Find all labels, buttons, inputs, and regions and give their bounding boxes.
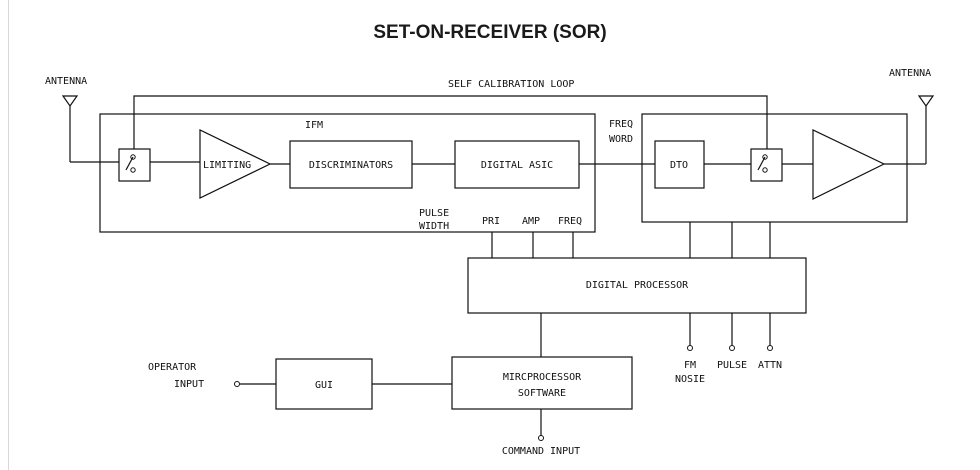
pulse-label: PULSE (717, 360, 747, 371)
microprocessor-label-1: MIRCPROCESSOR (503, 372, 582, 383)
antenna-left-label: ANTENNA (45, 76, 87, 87)
antenna-left (61, 95, 79, 162)
pri-label: PRI (482, 216, 500, 227)
diagram-frame (8, 0, 980, 470)
limiting-amplifier (199, 129, 272, 199)
digital-processor-label: DIGITAL PROCESSOR (586, 280, 689, 291)
fm-noise-label-1: FM (684, 360, 696, 371)
fm-noise-label-2: NOSIE (675, 374, 705, 385)
switch-right (750, 148, 783, 182)
antenna-right (917, 95, 935, 164)
dto-box (654, 140, 705, 189)
freq-label: FREQ (558, 216, 582, 227)
limiting-label: LIMITING (203, 160, 251, 171)
digital-processor-box (467, 257, 807, 314)
diagram-title: SET-ON-RECEIVER (SOR) (373, 22, 607, 43)
digital-asic-label: DIGITAL ASIC (481, 160, 553, 171)
operator-input-label-2: INPUT (174, 379, 204, 390)
command-input-label: COMMAND INPUT (502, 446, 580, 457)
discriminators-box (289, 140, 413, 189)
ifm-label: IFM (305, 120, 323, 131)
transmitter-box (641, 113, 908, 223)
attn-label: ATTN (758, 360, 782, 371)
antenna-right-label: ANTENNA (889, 68, 931, 79)
freq-word-label-2: WORD (609, 134, 633, 145)
microprocessor-software-box (451, 356, 633, 410)
output-amplifier (812, 129, 886, 200)
self-calibration-loop-line (133, 95, 768, 149)
ifm-box (99, 113, 596, 233)
microprocessor-label-2: SOFTWARE (518, 388, 566, 399)
dto-label: DTO (670, 160, 688, 171)
self-calibration-loop-label: SELF CALIBRATION LOOP (448, 79, 574, 90)
amp-label: AMP (522, 216, 540, 227)
discriminators-label: DISCRIMINATORS (309, 160, 393, 171)
freq-word-label-1: FREQ (609, 119, 633, 130)
pulse-width-label-2: WIDTH (419, 221, 449, 232)
operator-input-label-1: OPERATOR (148, 362, 197, 373)
switch-left (118, 148, 151, 182)
pulse-width-label-1: PULSE (419, 208, 449, 219)
gui-label: GUI (315, 380, 333, 391)
